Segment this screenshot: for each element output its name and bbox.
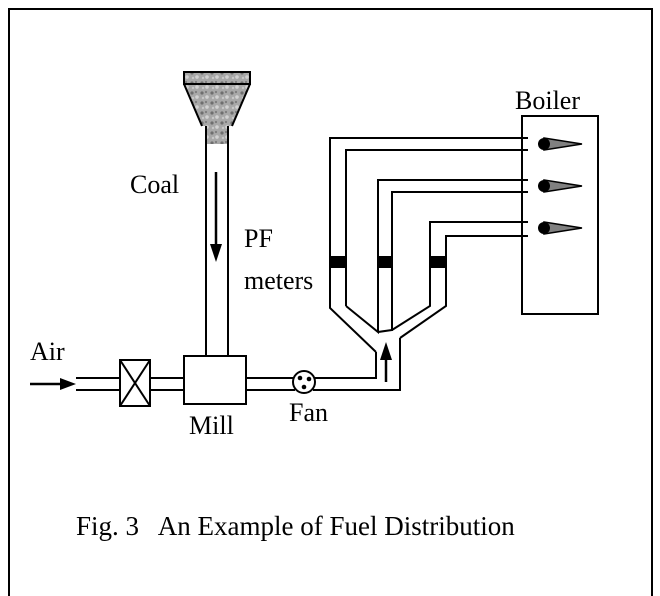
figure-frame xyxy=(8,8,653,596)
pf-meters xyxy=(331,256,445,268)
pf-meter xyxy=(331,256,345,268)
figure-caption: Fig. 3 An Example of Fuel Distribution xyxy=(76,511,515,541)
burner xyxy=(538,179,583,193)
coal-hopper xyxy=(183,71,251,127)
pf-meter xyxy=(379,256,391,268)
mill-label: Mill xyxy=(189,411,234,440)
fan xyxy=(292,370,316,394)
pf-meter xyxy=(431,256,445,268)
pf-meters-label-line1: PF xyxy=(244,224,273,253)
mill xyxy=(183,355,247,405)
burner xyxy=(538,137,583,151)
splitter-flow-arrow xyxy=(380,342,392,382)
air-inlet-arrow xyxy=(30,378,76,390)
damper xyxy=(119,359,151,407)
burners xyxy=(538,137,583,235)
coal-flow-arrow xyxy=(210,172,222,262)
burner xyxy=(538,221,583,235)
fan-label: Fan xyxy=(289,398,328,427)
distribution-pipes xyxy=(329,137,528,353)
pf-supply-duct xyxy=(246,338,401,391)
coal-label: Coal xyxy=(130,170,179,199)
air-label: Air xyxy=(30,337,65,366)
boiler-label: Boiler xyxy=(515,86,580,115)
coal-chute xyxy=(205,126,229,356)
boiler xyxy=(521,115,599,315)
damper-mill-duct xyxy=(150,377,184,391)
air-duct xyxy=(76,377,120,391)
pf-meters-label-line2: meters xyxy=(244,266,313,295)
